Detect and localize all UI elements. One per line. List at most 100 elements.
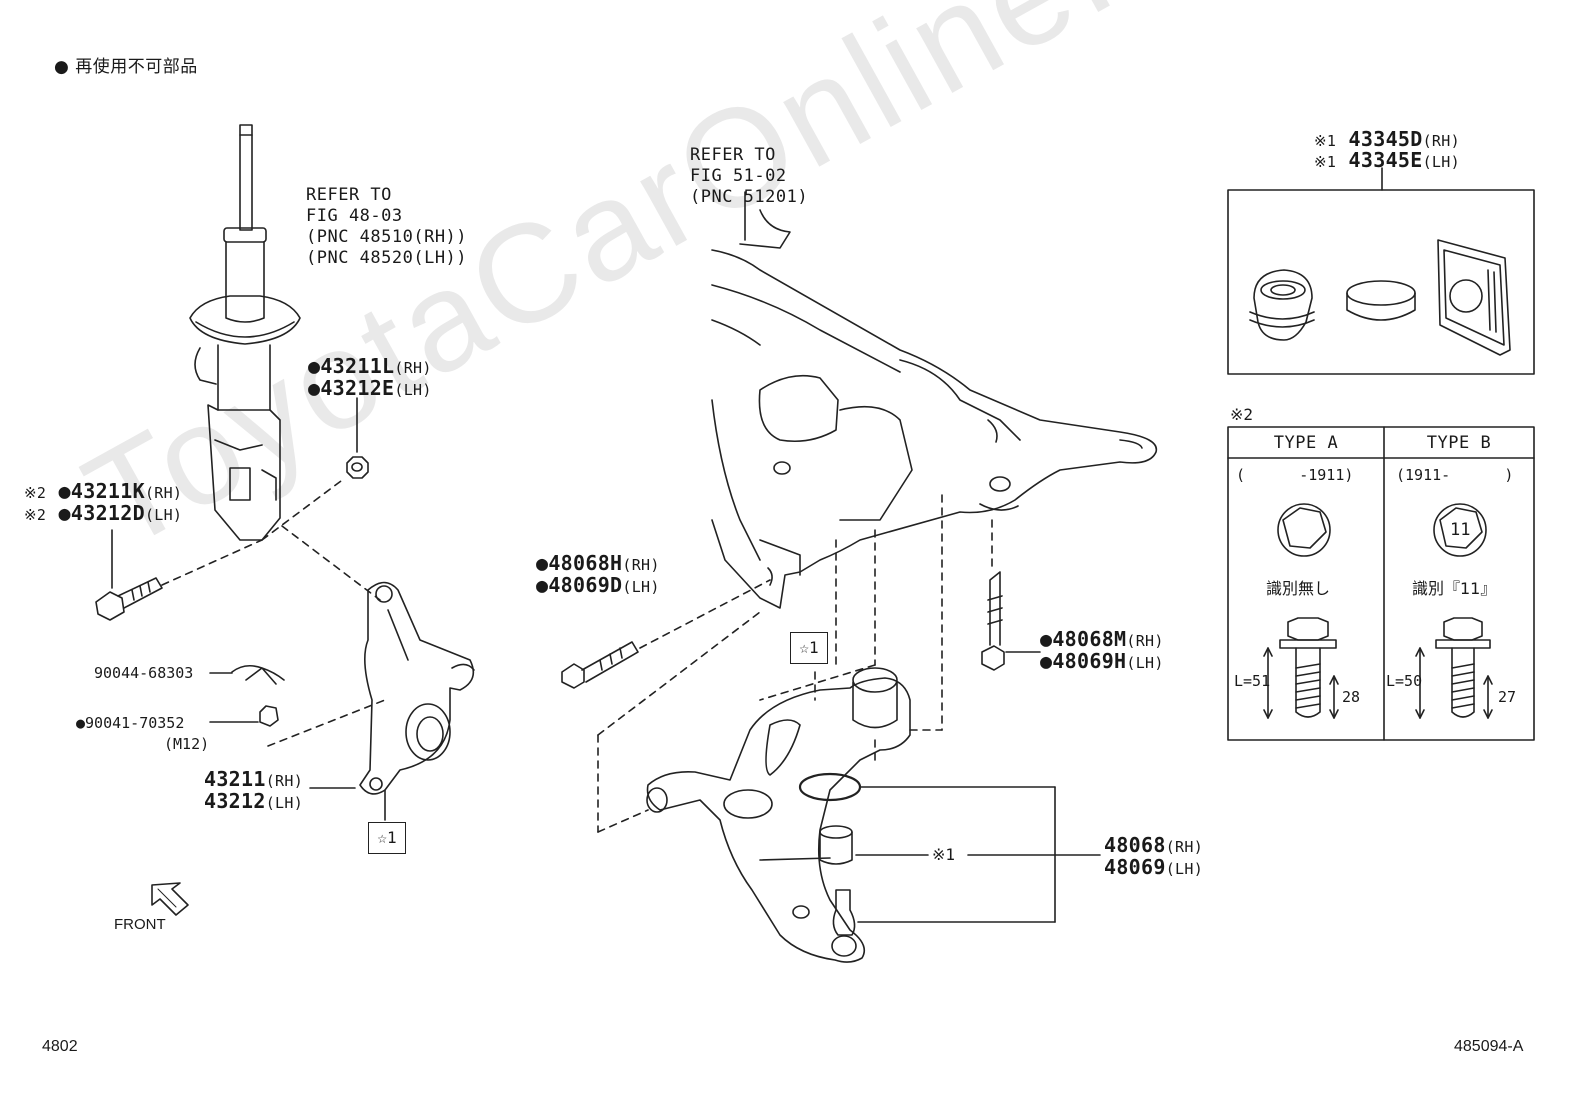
side-label: (LH)	[1126, 654, 1164, 672]
part-number: 43212E	[320, 376, 395, 400]
type-b-title: TYPE B	[1426, 433, 1492, 453]
non-reusable-mark: ●	[308, 376, 321, 400]
star-tag-knuckle: ☆1	[368, 822, 406, 854]
lower-control-arm	[646, 667, 911, 963]
type-a-range: ( -1911)	[1236, 466, 1354, 484]
ball-joint	[798, 772, 862, 957]
strut-ref-line-2: FIG 48-03	[306, 206, 403, 226]
part-43211[interactable]: 43211(RH)	[204, 767, 303, 791]
cross-ref-line-1: REFER TO	[690, 145, 776, 165]
part-48068[interactable]: 48068(RH)	[1104, 833, 1203, 857]
part-number: 43212D	[70, 501, 145, 525]
non-reusable-mark: ●	[1040, 649, 1053, 673]
type-a-thread: 28	[1342, 688, 1361, 706]
side-label: (RH)	[622, 556, 660, 574]
note-mark: ※1	[1314, 153, 1337, 171]
side-label: (LH)	[144, 506, 183, 524]
part-48069D[interactable]: ●48069D(LH)	[536, 573, 660, 597]
part-number: 48069H	[1052, 649, 1127, 673]
non-reusable-mark: ●	[536, 551, 549, 575]
part-number: 43211	[204, 767, 266, 791]
part-48068H[interactable]: ●48068H(RH)	[536, 551, 660, 575]
type-a-title: TYPE A	[1273, 433, 1339, 453]
type-b-thread: 27	[1498, 688, 1517, 706]
note-mark: ※2	[24, 484, 47, 502]
side-label: (LH)	[394, 381, 432, 399]
side-label: (LH)	[265, 794, 304, 812]
non-reusable-mark: ●	[308, 354, 321, 378]
cotter-pin-and-nut	[209, 664, 285, 727]
cross-ref-line-2: FIG 51-02	[690, 166, 787, 186]
part-43212D[interactable]: ※2 ●43212D(LH)	[24, 501, 182, 525]
part-number: 43211L	[320, 354, 395, 378]
legend: ● 再使用不可部品	[54, 52, 198, 77]
part-48069[interactable]: 48069(LH)	[1104, 855, 1203, 879]
legend-text: 再使用不可部品	[75, 57, 198, 77]
side-label: (LH)	[1165, 860, 1204, 878]
part-number: 43345D	[1348, 127, 1423, 151]
part-number: 43345E	[1348, 148, 1423, 172]
front-arrow	[151, 882, 189, 916]
part-number: 43211K	[70, 479, 145, 503]
crossmember	[711, 209, 1158, 609]
strut-ref-line-4: (PNC 48520(LH))	[306, 248, 468, 268]
part-43345E[interactable]: ※1 43345E(LH)	[1314, 148, 1460, 172]
part-number: 90041-70352	[85, 714, 185, 732]
part-number: 90044-68303	[94, 664, 194, 682]
side-label: (RH)	[1422, 132, 1460, 150]
side-label: (RH)	[394, 359, 432, 377]
non-reusable-mark: ●	[58, 479, 71, 503]
strut-ref-line-1: REFER TO	[306, 185, 392, 205]
type-table-lines	[1227, 426, 1535, 741]
part-number: 48068	[1104, 833, 1166, 857]
part-number: 43212	[204, 789, 266, 813]
type-a-length: L=51	[1234, 672, 1271, 690]
star-tag-arm: ☆1	[790, 632, 828, 664]
arm-front-bolt	[561, 641, 639, 689]
page-number-right: 485094-A	[1454, 1038, 1524, 1055]
steering-knuckle	[359, 581, 475, 795]
side-label: (RH)	[144, 484, 183, 502]
part-48068M[interactable]: ●48068M(RH)	[1040, 627, 1164, 651]
arm-callout-bracket	[855, 786, 1101, 923]
note-mark: ※2	[24, 506, 47, 524]
strut-nut	[346, 397, 369, 479]
front-label: FRONT	[114, 916, 166, 933]
side-label: (RH)	[1165, 838, 1204, 856]
type-b-length: L=50	[1386, 672, 1423, 690]
part-48069H[interactable]: ●48069H(LH)	[1040, 649, 1164, 673]
non-reusable-mark: ●	[536, 573, 549, 597]
type-b-ident: 識別『11』	[1412, 579, 1497, 598]
non-reusable-mark: ●	[76, 714, 86, 732]
part-43212E[interactable]: ●43212E(LH)	[308, 376, 432, 400]
part-43211L[interactable]: ●43211L(RH)	[308, 354, 432, 378]
part-43345D[interactable]: ※1 43345D(RH)	[1314, 127, 1460, 151]
note-mark: ※1	[1314, 132, 1337, 150]
part-90044-68303[interactable]: 90044-68303	[94, 664, 193, 682]
note-2-table: ※2	[1230, 405, 1254, 424]
castle-nut-size: (M12)	[164, 735, 210, 753]
type-b-head-mark: 11	[1450, 520, 1471, 540]
part-90041-70352[interactable]: ●90041-70352	[76, 714, 184, 732]
cross-ref-line-3: (PNC 51201)	[690, 187, 809, 207]
legend-bullet: ●	[54, 57, 70, 77]
part-number: 48068M	[1052, 627, 1127, 651]
strut-ref-line-3: (PNC 48510(RH))	[306, 227, 468, 247]
side-label: (RH)	[1126, 632, 1164, 650]
non-reusable-mark: ●	[58, 501, 71, 525]
part-43211K[interactable]: ※2 ●43211K(RH)	[24, 479, 182, 503]
part-43212[interactable]: 43212(LH)	[204, 789, 303, 813]
part-number: 48068H	[548, 551, 623, 575]
side-label: (LH)	[1422, 153, 1460, 171]
non-reusable-mark: ●	[1040, 627, 1053, 651]
side-label: (RH)	[265, 772, 304, 790]
page-number-left: 4802	[42, 1038, 78, 1055]
strut-bolt	[95, 529, 163, 621]
side-label: (LH)	[622, 578, 660, 596]
type-b-range: (1911- )	[1396, 466, 1514, 484]
boot-kit-illustration	[1249, 239, 1511, 356]
strut-assembly	[189, 124, 301, 541]
